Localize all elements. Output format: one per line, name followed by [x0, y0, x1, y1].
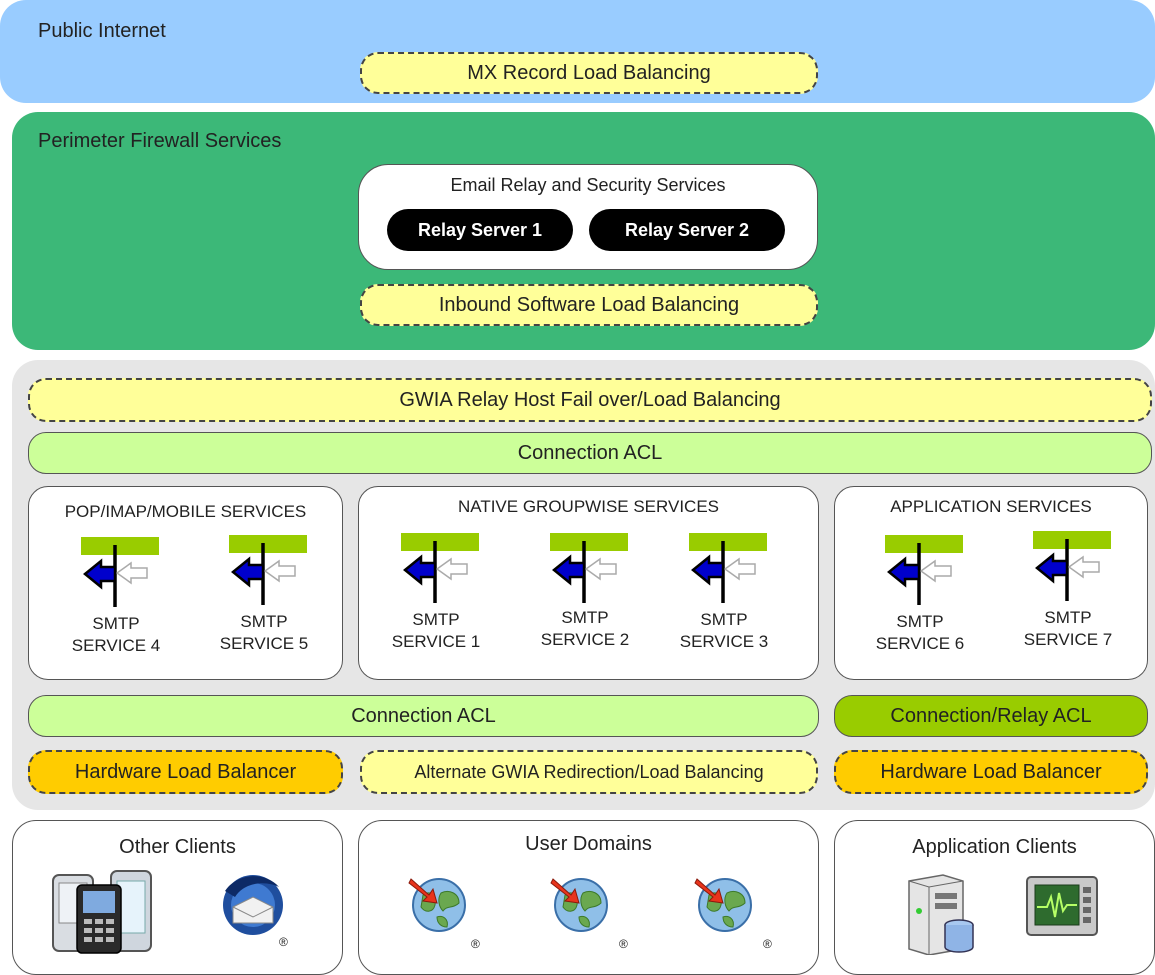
smtp-service-icon — [81, 537, 159, 607]
perimeter-firewall-zone: Perimeter Firewall Services Email Relay … — [12, 112, 1155, 350]
service-type: SMTP — [92, 614, 140, 633]
service-type: SMTP — [412, 610, 460, 629]
relay-server-1: Relay Server 1 — [387, 209, 573, 251]
service-type: SMTP — [240, 612, 288, 631]
service-type: SMTP — [896, 612, 944, 631]
group-title: POP/IMAP/MOBILE SERVICES — [64, 502, 307, 521]
service-name: SERVICE 5 — [219, 634, 309, 653]
service-label: SMTP SERVICE 7 — [1003, 607, 1133, 651]
mobile-phones-icon — [52, 870, 152, 954]
thunderbird-client-icon — [223, 875, 283, 935]
hardware-load-balancer-left: Hardware Load Balancer — [28, 750, 343, 794]
groupwise-globe-icon — [550, 878, 608, 932]
groupwise-globe-icon — [408, 878, 466, 932]
inbound-software-load-balancing: Inbound Software Load Balancing — [360, 284, 818, 326]
service-name: SERVICE 1 — [391, 632, 481, 651]
smtp-service-2: SMTP SERVICE 2 — [520, 531, 650, 661]
server-database-icon — [908, 874, 974, 955]
connection-acl-top: Connection ACL — [28, 432, 1152, 474]
email-relay-title: Email Relay and Security Services — [450, 175, 726, 195]
group-title: APPLICATION SERVICES — [890, 497, 1092, 516]
smtp-service-icon — [689, 533, 767, 603]
smtp-service-icon — [401, 533, 479, 603]
registered-mark: ® — [279, 935, 288, 949]
smtp-service-7: SMTP SERVICE 7 — [1003, 529, 1133, 659]
other-clients-box: Other Clients ® — [12, 820, 343, 975]
application-clients-title: Application Clients — [912, 836, 1077, 858]
smtp-service-3: SMTP SERVICE 3 — [659, 531, 789, 661]
registered-mark: ® — [763, 937, 772, 951]
smtp-service-icon — [1033, 531, 1111, 601]
smtp-service-4: SMTP SERVICE 4 — [51, 535, 181, 665]
smtp-service-1: SMTP SERVICE 1 — [371, 531, 501, 661]
application-clients-box: Application Clients — [834, 820, 1155, 975]
service-name: SERVICE 3 — [679, 632, 769, 651]
user-domains-title: User Domains — [525, 833, 652, 855]
group-title: NATIVE GROUPWISE SERVICES — [457, 497, 720, 516]
service-label: SMTP SERVICE 5 — [199, 611, 329, 655]
perimeter-firewall-title: Perimeter Firewall Services — [38, 130, 282, 152]
service-name: SERVICE 6 — [875, 634, 965, 653]
hardware-load-balancer-right: Hardware Load Balancer — [834, 750, 1148, 794]
public-internet-title: Public Internet — [38, 20, 166, 42]
service-type: SMTP — [1044, 608, 1092, 627]
smtp-service-icon — [885, 535, 963, 605]
service-label: SMTP SERVICE 4 — [51, 613, 181, 657]
relay-server-2: Relay Server 2 — [589, 209, 785, 251]
service-name: SERVICE 7 — [1023, 630, 1113, 649]
email-relay-security-group: Email Relay and Security Services Relay … — [358, 164, 818, 270]
registered-mark: ® — [619, 937, 628, 951]
service-label: SMTP SERVICE 6 — [855, 611, 985, 655]
service-name: SERVICE 4 — [71, 636, 161, 655]
smtp-service-6: SMTP SERVICE 6 — [855, 533, 985, 663]
smtp-service-5: SMTP SERVICE 5 — [199, 533, 329, 663]
connection-relay-acl: Connection/Relay ACL — [834, 695, 1148, 737]
smtp-service-icon — [550, 533, 628, 603]
other-clients-title: Other Clients — [119, 836, 236, 858]
connection-acl-bottom: Connection ACL — [28, 695, 819, 737]
service-label: SMTP SERVICE 3 — [659, 609, 789, 653]
smtp-service-icon — [229, 535, 307, 605]
service-name: SERVICE 2 — [540, 630, 630, 649]
pop-imap-mobile-services-group: POP/IMAP/MOBILE SERVICES SMTP SERVICE 4 S… — [28, 486, 343, 680]
service-label: SMTP SERVICE 1 — [371, 609, 501, 653]
mx-record-load-balancing: MX Record Load Balancing — [360, 52, 818, 94]
alternate-gwia-redirection: Alternate GWIA Redirection/Load Balancin… — [360, 750, 818, 794]
gwia-relay-host-failover: GWIA Relay Host Fail over/Load Balancing — [28, 378, 1152, 422]
monitor-activity-icon — [1026, 876, 1098, 936]
public-internet-zone: Public Internet MX Record Load Balancing — [0, 0, 1155, 103]
service-label: SMTP SERVICE 2 — [520, 607, 650, 651]
registered-mark: ® — [471, 937, 480, 951]
groupwise-globe-icon — [694, 878, 752, 932]
user-domains-box: User Domains ® ® ® — [358, 820, 819, 975]
service-type: SMTP — [561, 608, 609, 627]
service-type: SMTP — [700, 610, 748, 629]
